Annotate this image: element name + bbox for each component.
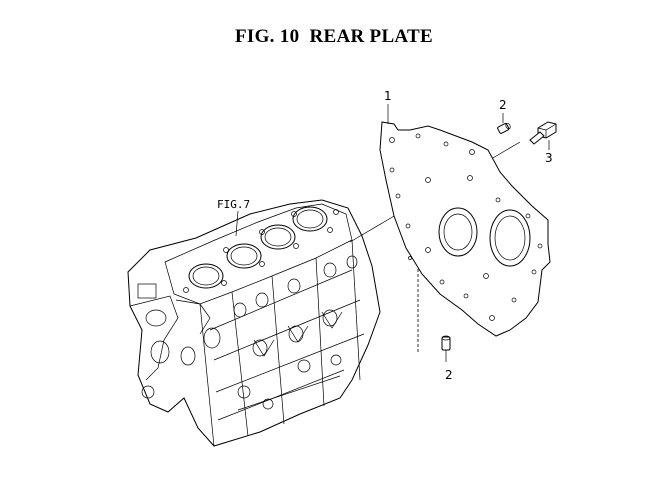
callout-dowel-pin-lower: 2 <box>445 368 453 382</box>
callout-label-3: 3 <box>545 151 553 165</box>
callout-bolt: 3 <box>545 140 553 165</box>
callout-rear-plate: 1 <box>384 89 392 124</box>
figure-title: FIG. 10 REAR PLATE <box>234 26 433 47</box>
figure-reference-label: FIG.7 <box>217 198 250 211</box>
dowel-pin-lower <box>441 335 451 362</box>
dowel-pin-upper <box>497 122 511 134</box>
callout-dowel-pin-upper: 2 <box>499 98 507 123</box>
rear-plate <box>379 121 551 337</box>
bolt-part <box>529 121 557 145</box>
callout-label-1: 1 <box>384 89 392 103</box>
callout-label-2-upper: 2 <box>499 98 507 112</box>
figure-reference-leader <box>235 210 239 237</box>
callout-label-2-lower: 2 <box>445 368 453 382</box>
engine-block <box>127 199 381 447</box>
